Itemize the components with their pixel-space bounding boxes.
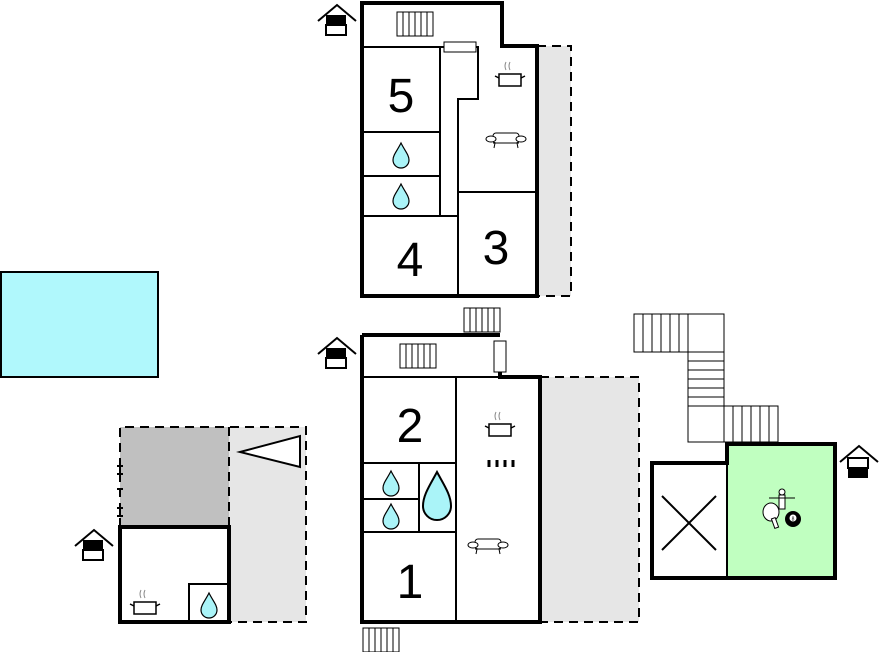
storage-x-icon	[661, 495, 717, 551]
upper-floor-plan: 5 4 3	[317, 1, 572, 298]
kitchen-pot-icon	[484, 411, 516, 437]
stairs-icon	[396, 11, 434, 37]
kitchen-pot-icon	[494, 61, 526, 87]
stairs-icon	[399, 343, 437, 369]
house-entrance-icon	[74, 529, 114, 561]
room-number-3: 3	[483, 222, 510, 275]
parking-triangle-icon	[236, 434, 301, 469]
terrace	[537, 46, 571, 296]
room-number-2: 2	[397, 400, 424, 453]
sofa-icon	[467, 538, 509, 555]
house-entrance-icon	[839, 445, 879, 479]
shower-drop-icon	[421, 469, 453, 521]
fireplace-icon	[443, 41, 477, 53]
game-room	[727, 444, 835, 578]
svg-text:8: 8	[792, 517, 795, 523]
stairs-icon	[633, 313, 779, 443]
bathroom-drop-icon	[382, 503, 400, 530]
table-football-icon	[769, 488, 795, 510]
bathroom-drop-icon	[392, 142, 410, 169]
game-room-plan: 8	[633, 313, 879, 580]
annex-plan	[74, 426, 307, 624]
covered-area	[120, 427, 229, 527]
kitchen-pot-icon	[129, 589, 161, 615]
sofa-icon	[485, 132, 527, 149]
fence-icon	[117, 465, 123, 517]
terrace	[540, 377, 639, 622]
stove-icon	[487, 460, 515, 467]
lower-floor-plan: 2 1	[317, 307, 640, 652]
house-entrance-icon	[317, 337, 357, 369]
room-number-4: 4	[397, 234, 424, 287]
house-entrance-icon	[317, 4, 357, 36]
bathroom-drop-icon	[382, 470, 400, 497]
fireplace-icon	[493, 340, 507, 373]
swimming-pool	[0, 271, 159, 378]
room-number-5: 5	[388, 70, 415, 123]
stairs-icon	[362, 627, 400, 652]
stairs-icon	[463, 307, 501, 333]
bathroom-drop-icon	[200, 592, 218, 619]
ping-pong-icon	[762, 502, 780, 530]
room-number-1: 1	[397, 556, 424, 609]
billiard-ball-icon: 8	[785, 511, 801, 527]
bathroom-drop-icon	[392, 183, 410, 210]
